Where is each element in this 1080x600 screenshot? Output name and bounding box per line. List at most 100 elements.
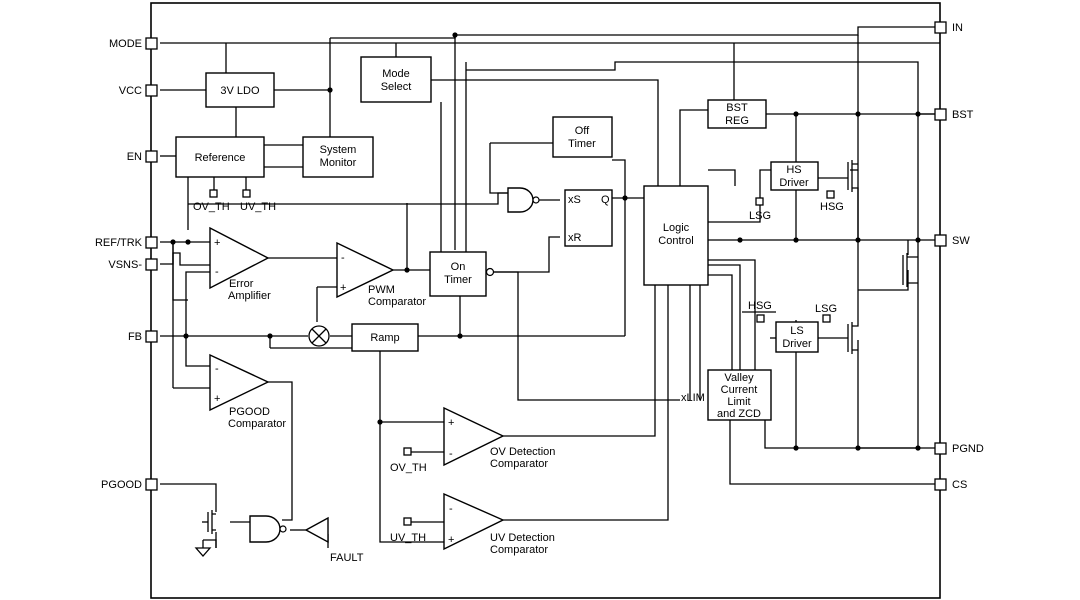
gate-labels: LSG HSG HSG LSG xyxy=(748,190,844,323)
svg-text:Current: Current xyxy=(721,384,758,396)
svg-text:Monitor: Monitor xyxy=(320,157,357,169)
ov-th-label: OV_TH xyxy=(390,462,427,474)
error-amplifier: + - Error Amplifier xyxy=(209,226,271,302)
svg-text:Ramp: Ramp xyxy=(370,332,399,344)
svg-text:+: + xyxy=(214,237,220,249)
pgood-comp-label-2: Comparator xyxy=(228,418,286,430)
reference-block: Reference xyxy=(175,136,265,178)
pin-pgnd-box xyxy=(934,442,947,455)
mode-select-block: Mode Select xyxy=(360,56,432,103)
off-timer-block: Off Timer xyxy=(552,116,613,158)
pin-in-box xyxy=(934,21,947,34)
hs-driver-block: HS Driver xyxy=(770,161,819,191)
error-amp-label: Error xyxy=(229,278,254,290)
svg-text:Limit: Limit xyxy=(727,396,750,408)
svg-text:-: - xyxy=(449,448,453,460)
svg-text:Driver: Driver xyxy=(782,338,812,350)
pgood-comp-label: PGOOD xyxy=(229,406,270,418)
pin-pgood-box xyxy=(145,478,158,491)
nand-gate xyxy=(507,187,540,213)
junction-dots xyxy=(170,32,921,451)
pin-vsns-box xyxy=(145,258,158,271)
chip-boundary xyxy=(150,2,941,599)
svg-text:-: - xyxy=(215,266,219,278)
svg-text:Logic: Logic xyxy=(663,222,690,234)
uv-comp-label: UV Detection xyxy=(490,532,555,544)
xlim-label: xLIM xyxy=(681,392,705,404)
svg-text:+: + xyxy=(448,417,454,429)
pin-en-box xyxy=(145,150,158,163)
bst-reg-block: BST REG xyxy=(707,99,767,129)
pin-ref-trk-label: REF/TRK xyxy=(95,237,143,249)
pins: MODE VCC EN REF/TRK VSNS- FB PGOOD IN BS… xyxy=(95,21,984,491)
svg-text:Timer: Timer xyxy=(444,274,472,286)
pin-sw-box xyxy=(934,234,947,247)
pin-vcc-box xyxy=(145,84,158,97)
svg-text:+: + xyxy=(448,534,454,546)
pin-bst-label: BST xyxy=(952,109,974,121)
svg-text:+: + xyxy=(214,393,220,405)
pin-ref-trk-box xyxy=(145,236,158,249)
wires xyxy=(160,26,940,548)
ext-mosfet xyxy=(902,253,918,287)
pin-en-label: EN xyxy=(127,151,142,163)
svg-text:xR: xR xyxy=(568,232,582,244)
svg-text:BST: BST xyxy=(726,102,748,114)
ground-symbol xyxy=(194,539,217,557)
pwm-comp-label-2: Comparator xyxy=(368,296,426,308)
svg-text:xS: xS xyxy=(568,194,581,206)
svg-text:Select: Select xyxy=(381,81,412,93)
uv-th-ref-label: UV_TH xyxy=(240,201,276,213)
summing-node xyxy=(308,325,330,347)
hsg-top-label: HSG xyxy=(820,201,844,213)
fault-label: FAULT xyxy=(330,552,364,564)
lsg-top-label: LSG xyxy=(749,210,771,222)
uv-detection-comparator: - + UV Detection Comparator xyxy=(443,492,555,556)
svg-text:Driver: Driver xyxy=(779,177,809,189)
svg-text:Valley: Valley xyxy=(724,372,754,384)
pwm-comp-label: PWM xyxy=(368,284,395,296)
svg-text:REG: REG xyxy=(725,115,749,127)
ldo-block: 3V LDO xyxy=(205,72,275,108)
svg-text:On: On xyxy=(451,261,466,273)
system-monitor-block: System Monitor xyxy=(302,136,374,178)
pin-sw-label: SW xyxy=(952,235,970,247)
svg-text:System: System xyxy=(320,144,357,156)
logic-control-block: Logic Control xyxy=(643,185,709,286)
svg-text:and ZCD: and ZCD xyxy=(717,408,761,420)
pgood-mosfet xyxy=(202,510,216,534)
on-timer-block: On Timer xyxy=(429,251,495,297)
ls-mosfet xyxy=(847,310,859,354)
error-amp-label-2: Amplifier xyxy=(228,290,271,302)
pin-bst-box xyxy=(934,108,947,121)
pin-mode-label: MODE xyxy=(109,38,142,50)
pin-cs-label: CS xyxy=(952,479,967,491)
svg-text:-: - xyxy=(449,503,453,515)
pin-cs-box xyxy=(934,478,947,491)
ov-th-ref-label: OV_TH xyxy=(193,201,230,213)
uv-comp-label-2: Comparator xyxy=(490,544,548,556)
ov-detection-comparator: + - OV Detection Comparator xyxy=(443,406,555,470)
pin-mode-box xyxy=(145,37,158,50)
and-gate xyxy=(249,515,287,543)
fault-buffer xyxy=(304,516,329,544)
svg-text:Reference: Reference xyxy=(195,152,246,164)
svg-text:LS: LS xyxy=(790,325,803,337)
pin-pgnd-label: PGND xyxy=(952,443,984,455)
svg-text:Mode: Mode xyxy=(382,68,410,80)
svg-text:Q: Q xyxy=(601,194,610,206)
pin-in-label: IN xyxy=(952,22,963,34)
reference-taps: OV_TH UV_TH OV_TH UV_TH xyxy=(193,189,427,544)
pin-fb-box xyxy=(145,330,158,343)
ov-comp-label-2: Comparator xyxy=(490,458,548,470)
ls-driver-block: LS Driver xyxy=(775,321,819,353)
pin-vsns-label: VSNS- xyxy=(108,259,142,271)
svg-text:Control: Control xyxy=(658,235,693,247)
valley-current-limit-block: Valley Current Limit and ZCD xyxy=(707,369,772,421)
svg-text:Off: Off xyxy=(575,125,590,137)
pin-pgood-label: PGOOD xyxy=(101,479,142,491)
pgood-comparator: - + PGOOD Comparator xyxy=(209,353,286,430)
hsg-bot-label: HSG xyxy=(748,300,772,312)
pwm-comparator: - + PWM Comparator xyxy=(336,241,426,308)
ramp-block: Ramp xyxy=(351,323,419,352)
